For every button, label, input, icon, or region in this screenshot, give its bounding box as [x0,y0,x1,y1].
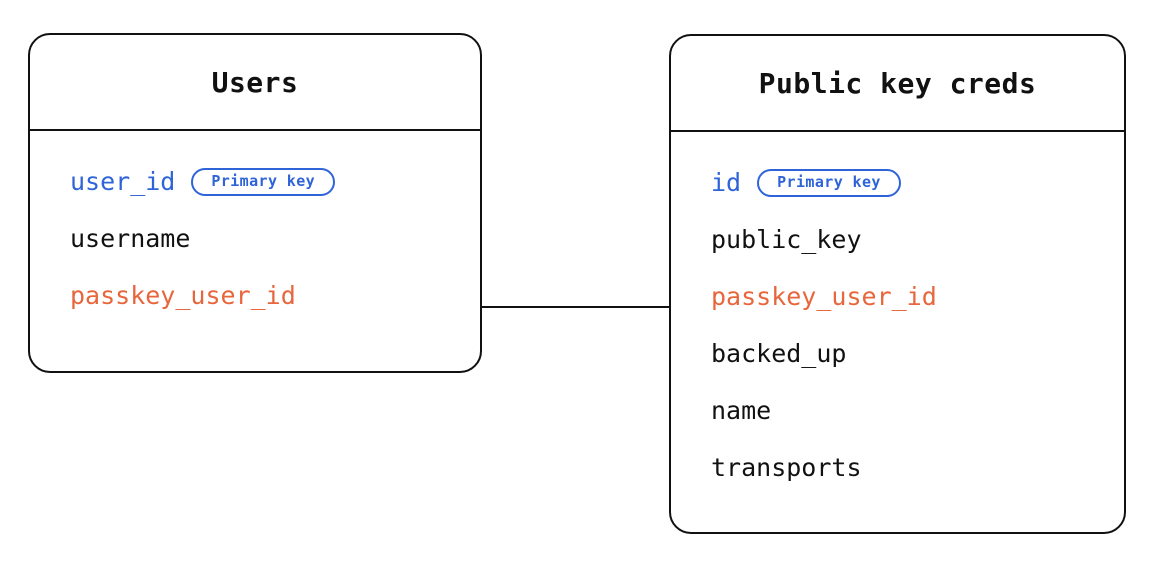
field-name: public_key [711,225,862,254]
field-row[interactable]: public_key [711,211,1108,268]
entity-title-users: Users [211,65,299,99]
field-name: name [711,396,772,425]
field-name: id [711,168,742,197]
field-name: username [70,224,191,253]
field-row[interactable]: name [711,382,1108,439]
field-name: passkey_user_id [70,281,296,310]
entity-header-divider [30,129,480,131]
relationship-connector-users-to-public-key-creds[interactable] [482,306,669,308]
field-name: backed_up [711,339,847,368]
primary-key-badge: Primary key [757,168,901,197]
entity-title-public-key-creds: Public key creds [758,66,1037,100]
field-row[interactable]: passkey_user_id [711,268,1108,325]
field-row[interactable]: username [70,210,464,267]
field-row[interactable]: id Primary key [711,154,1108,211]
field-row[interactable]: user_id Primary key [70,153,464,210]
field-row[interactable]: passkey_user_id [70,267,464,324]
field-name: user_id [70,167,176,196]
entity-header-divider [671,130,1124,132]
field-row[interactable]: transports [711,439,1108,496]
primary-key-badge: Primary key [191,167,336,196]
field-row[interactable]: backed_up [711,325,1108,382]
field-name: transports [711,453,862,482]
field-name: passkey_user_id [711,282,937,311]
